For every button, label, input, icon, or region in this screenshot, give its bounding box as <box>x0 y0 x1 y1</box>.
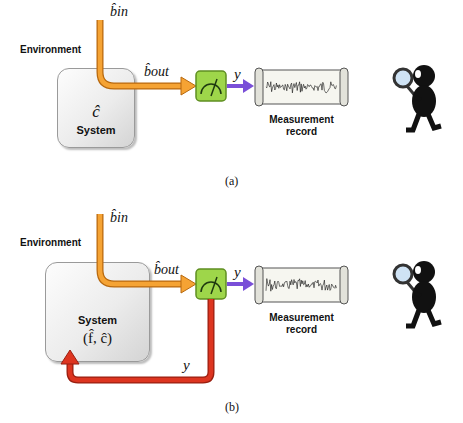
observer-body <box>412 85 436 117</box>
field-label: b̂in <box>110 210 128 226</box>
field-arrow-head <box>181 275 196 293</box>
meter-needle <box>211 277 217 294</box>
environment-label: Environment <box>20 237 81 248</box>
signal-label: y <box>234 66 241 83</box>
magnifier-handle <box>407 86 417 98</box>
detector-box <box>196 71 226 101</box>
scroll-roll <box>340 68 348 106</box>
record-label: Measurement record <box>266 114 338 137</box>
field-label: b̂out <box>144 64 169 80</box>
observer-leg <box>428 310 441 324</box>
detector-box <box>196 269 226 299</box>
scroll-roll <box>255 266 263 304</box>
signal-arrow-head <box>243 277 254 291</box>
feedback-label: y <box>183 357 190 374</box>
signal-label: y <box>234 264 241 281</box>
scroll-paper <box>259 70 344 104</box>
signal-arrow <box>227 282 245 286</box>
meter-arc <box>201 84 221 94</box>
system-box: ĉSystem <box>57 68 135 148</box>
system-label: System <box>76 124 115 137</box>
magnifier-lens <box>394 265 412 283</box>
observer-arm <box>415 97 421 100</box>
noise-trace <box>266 82 336 93</box>
magnifier-handle <box>407 282 417 294</box>
observer-eye <box>415 70 421 78</box>
record-label: Measurement record <box>266 312 338 335</box>
signal-arrow <box>227 84 245 88</box>
observer-leg <box>428 114 441 128</box>
observer-leg <box>406 114 419 130</box>
signal-arrow-head <box>243 79 254 93</box>
field-arrow-head <box>181 77 196 95</box>
observer-arm <box>415 293 421 296</box>
panel-label: (b) <box>225 400 239 415</box>
observer-leg <box>406 310 419 326</box>
meter-arc <box>201 282 221 292</box>
observer-head <box>413 261 435 283</box>
observer-figure <box>394 261 441 326</box>
scroll-shape <box>254 264 349 306</box>
field-label: b̂in <box>110 4 128 20</box>
magnifier-lens <box>394 69 412 87</box>
scroll-shape <box>254 66 349 108</box>
system-operators: (f̂, ĉ) <box>83 330 112 347</box>
observer-figure <box>394 65 441 130</box>
scroll-roll <box>255 68 263 106</box>
environment-label: Environment <box>20 44 81 55</box>
meter-needle <box>211 79 217 96</box>
measurement-record: Measurement record <box>254 66 349 138</box>
scroll-paper <box>259 268 344 302</box>
field-label: b̂out <box>154 262 179 278</box>
system-label: System <box>78 314 117 327</box>
observer-eye <box>415 266 421 274</box>
measurement-record: Measurement record <box>254 264 349 336</box>
system-operator: ĉ <box>92 102 100 122</box>
observer-head <box>413 65 435 87</box>
noise-trace <box>266 279 336 292</box>
system-box: System (f̂, ĉ) <box>45 262 150 362</box>
scroll-roll <box>340 266 348 304</box>
observer-body <box>412 281 436 313</box>
panel-label: (a) <box>225 174 238 189</box>
